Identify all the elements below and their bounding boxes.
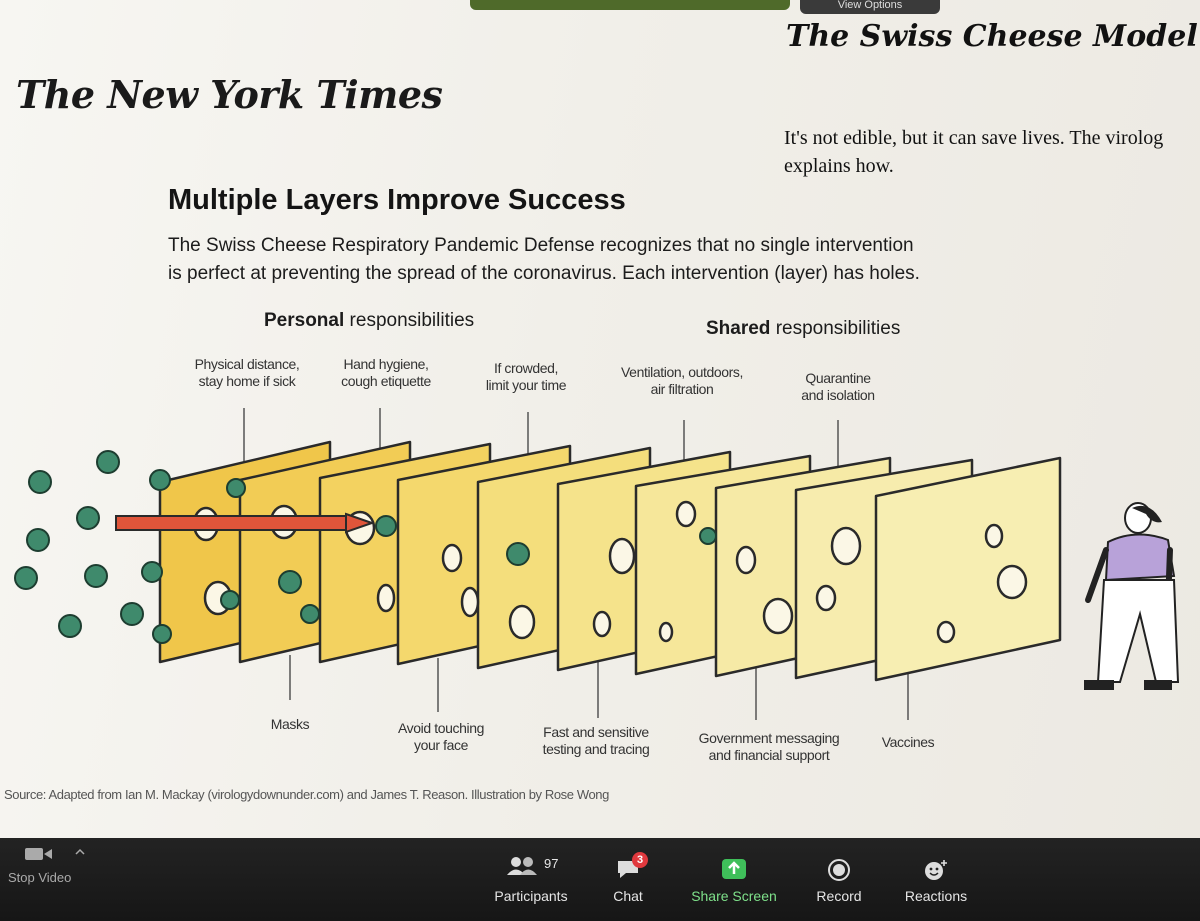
hole bbox=[592, 610, 612, 638]
participants-label: Participants bbox=[494, 888, 568, 904]
hole bbox=[658, 621, 674, 643]
virus-path-arrow bbox=[115, 512, 376, 534]
virus bbox=[152, 624, 172, 644]
virus-particles bbox=[14, 450, 717, 644]
subhead-line-2: explains how. bbox=[784, 155, 894, 177]
virus bbox=[58, 614, 82, 638]
cheese-slice-10 bbox=[874, 456, 1062, 682]
virus bbox=[76, 506, 100, 530]
share-screen-label: Share Screen bbox=[691, 888, 777, 904]
screen-share-banner[interactable] bbox=[470, 0, 790, 10]
shared-responsibilities-heading: Shared responsibilities bbox=[706, 318, 901, 339]
personal-responsibilities-heading: Personal responsibilities bbox=[264, 310, 475, 331]
intro-line-2: is perfect at preventing the spread of t… bbox=[168, 263, 920, 284]
record-icon bbox=[828, 859, 850, 881]
virus bbox=[149, 469, 171, 491]
virus bbox=[375, 515, 397, 537]
hole bbox=[608, 537, 636, 575]
view-options-button[interactable]: View Options bbox=[800, 0, 940, 14]
virus bbox=[300, 604, 320, 624]
hole bbox=[762, 597, 794, 635]
hole bbox=[508, 604, 536, 640]
article-subhead: It's not edible, but it can save lives. … bbox=[784, 124, 1200, 180]
virus bbox=[84, 564, 108, 588]
cheese-holes bbox=[192, 500, 1028, 644]
virus bbox=[278, 570, 302, 594]
label-physical-distance: Physical distance,stay home if sick bbox=[194, 356, 300, 389]
stop-video-label: Stop Video bbox=[8, 870, 72, 885]
subhead-line-1: It's not edible, but it can save lives. … bbox=[784, 127, 1164, 149]
hole bbox=[441, 543, 463, 573]
label-ventilation: Ventilation, outdoors,air filtration bbox=[621, 364, 743, 397]
hole bbox=[460, 586, 480, 618]
label-if-crowded: If crowded,limit your time bbox=[485, 360, 567, 393]
virus bbox=[699, 527, 717, 545]
chat-label: Chat bbox=[613, 888, 643, 904]
participants-icon bbox=[507, 857, 537, 875]
hole bbox=[936, 620, 956, 644]
nyt-logo: The New York Times bbox=[16, 72, 443, 117]
record-button[interactable]: Record bbox=[806, 838, 872, 921]
participants-count: 97 bbox=[544, 856, 559, 871]
share-screen-button[interactable]: Share Screen bbox=[682, 838, 786, 921]
graphic-title: Multiple Layers Improve Success bbox=[168, 184, 626, 216]
article-headline: The Swiss Cheese Model of Defense bbox=[786, 19, 1200, 54]
chat-unread-badge: 3 bbox=[632, 852, 648, 868]
reactions-label: Reactions bbox=[904, 888, 968, 904]
swiss-cheese-illustration bbox=[14, 408, 1180, 720]
source-credit: Source: Adapted from Ian M. Mackay (viro… bbox=[4, 787, 609, 802]
hole bbox=[830, 526, 862, 566]
chevron-up-icon[interactable] bbox=[74, 848, 86, 856]
record-label: Record bbox=[816, 888, 862, 904]
chat-button[interactable]: 3 Chat bbox=[598, 838, 658, 921]
virus bbox=[96, 450, 120, 474]
virus bbox=[120, 602, 144, 626]
hole bbox=[735, 545, 757, 575]
hole bbox=[984, 523, 1004, 549]
hole bbox=[996, 564, 1028, 600]
virus bbox=[506, 542, 530, 566]
label-hand-hygiene: Hand hygiene,cough etiquette bbox=[341, 356, 431, 389]
participants-button[interactable]: 97 Participants bbox=[486, 838, 576, 921]
share-screen-icon bbox=[722, 859, 746, 879]
label-masks: Masks bbox=[270, 716, 310, 732]
intro-line-1: The Swiss Cheese Respiratory Pandemic De… bbox=[168, 235, 914, 256]
stop-video-button[interactable]: Stop Video bbox=[0, 838, 90, 921]
virus bbox=[141, 561, 163, 583]
graphic-intro: The Swiss Cheese Respiratory Pandemic De… bbox=[168, 232, 920, 288]
reactions-button[interactable]: Reactions bbox=[896, 838, 976, 921]
camera-icon bbox=[25, 848, 52, 860]
label-vaccines: Vaccines bbox=[881, 734, 935, 750]
virus bbox=[14, 566, 38, 590]
virus bbox=[26, 528, 50, 552]
person-figure bbox=[1084, 502, 1180, 690]
hole bbox=[675, 500, 697, 528]
hole bbox=[376, 583, 396, 613]
hole bbox=[815, 584, 837, 612]
meeting-toolbar: Stop Video 97 Participants 3 Chat Share … bbox=[0, 838, 1200, 921]
virus bbox=[226, 478, 246, 498]
virus bbox=[220, 590, 240, 610]
virus bbox=[28, 470, 52, 494]
smiley-plus-icon bbox=[925, 860, 947, 880]
